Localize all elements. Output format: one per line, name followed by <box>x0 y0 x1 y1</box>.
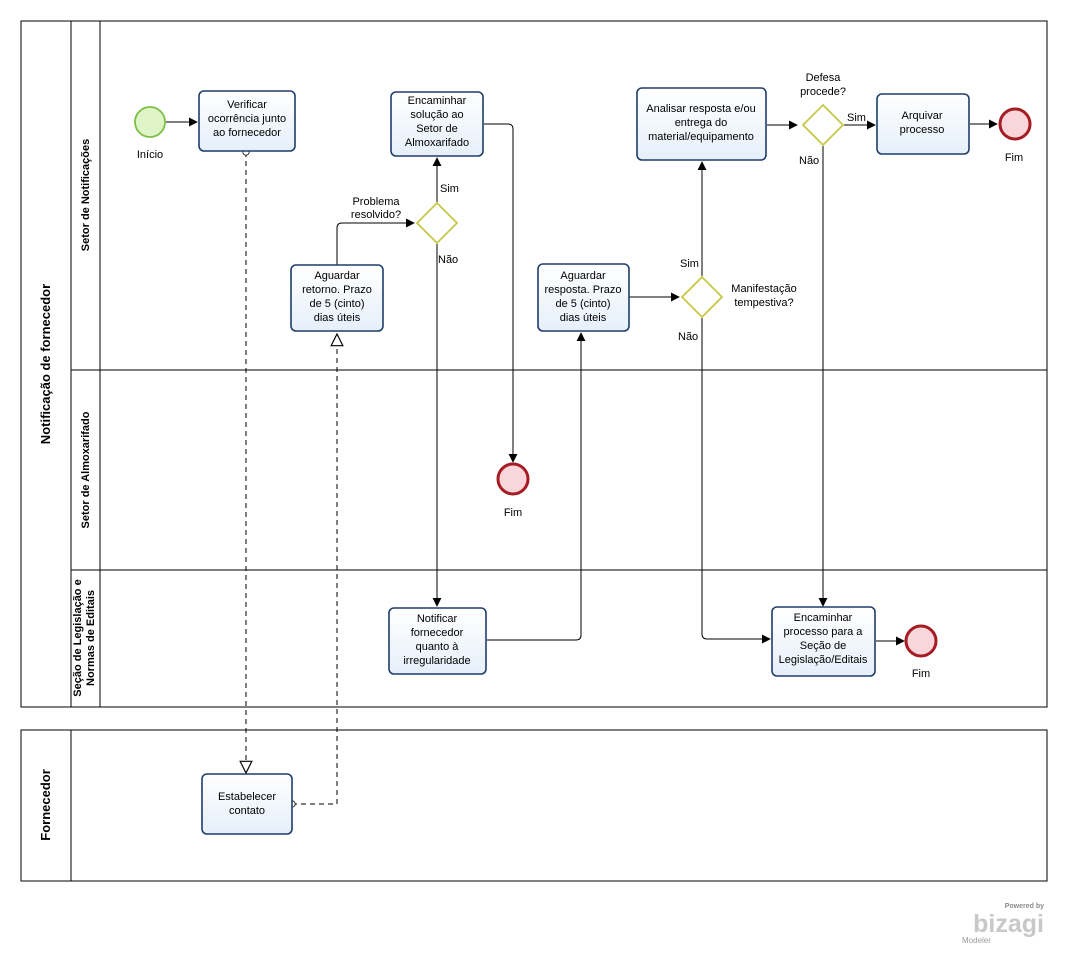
task-encaminhar-processo-line2: processo para a <box>784 626 864 638</box>
gateway-defesa-label-line1: Defesa <box>806 72 842 84</box>
task-arquivar-line2: processo <box>900 124 945 136</box>
pool-title-notificacao: Notificação de fornecedor <box>38 284 53 444</box>
pool-notificacao: Notificação de fornecedor Setor de Notif… <box>20 20 1048 708</box>
start-event-label: Início <box>137 149 163 161</box>
task-verificar-line2: ocorrência junto <box>208 113 286 125</box>
tasks: Verificar ocorrência junto ao fornecedor… <box>198 87 970 835</box>
gateway-defesa[interactable] <box>801 103 845 147</box>
task-aguardar-resposta-line4: dias úteis <box>560 312 607 324</box>
task-encaminhar-solucao-line3: Setor de <box>416 123 458 135</box>
pool-title-fornecedor: Fornecedor <box>38 769 53 841</box>
lane-title-legislacao-line2: Normas de Editais <box>85 590 97 686</box>
task-aguardar-retorno-line2: retorno. Prazo <box>302 284 372 296</box>
task-encaminhar-processo-line3: Seção de <box>800 640 846 652</box>
task-arquivar-line1: Arquivar <box>902 110 943 122</box>
task-aguardar-retorno-line1: Aguardar <box>314 270 360 282</box>
task-encaminhar-solucao-line4: Almoxarifado <box>405 137 469 149</box>
events: Início Fim Fim Fim <box>134 106 1032 680</box>
task-analisar-line1: Analisar resposta e/ou <box>646 103 755 115</box>
task-aguardar-retorno-line3: de 5 (cinto) <box>309 298 364 310</box>
task-encaminhar-solucao-line2: solução ao <box>410 109 463 121</box>
watermark-powered: Powered by <box>1005 903 1044 910</box>
bizagi-watermark: Powered by bizagi Modeler <box>962 903 1044 945</box>
flow-aguardar-retorno-problema <box>336 218 415 265</box>
task-analisar-line3: material/equipamento <box>648 131 754 143</box>
message-flows <box>246 152 337 804</box>
task-encaminhar-processo[interactable]: Encaminhar processo para a Seção de Legi… <box>771 606 876 677</box>
task-analisar-line2: entrega do <box>675 117 728 129</box>
gateway-manifestacao-label-line1: Manifestação <box>731 283 796 295</box>
gateway-problema[interactable] <box>415 201 459 245</box>
task-verificar-line1: Verificar <box>227 99 267 111</box>
flow-encaminhar-fim <box>484 123 518 463</box>
lane-title-legislacao-line1: Seção de Legislação e <box>72 579 84 696</box>
flow-label-problema-sim: Sim <box>440 183 459 195</box>
message-estabelecer-aguardar <box>292 334 337 804</box>
task-analisar[interactable]: Analisar resposta e/ou entrega do materi… <box>636 87 767 161</box>
task-estabelecer-line2: contato <box>229 805 265 817</box>
end-event-arquivar[interactable] <box>998 107 1032 141</box>
task-aguardar-resposta-line1: Aguardar <box>560 270 606 282</box>
lane-title-notificacoes: Setor de Notificações <box>80 139 92 251</box>
flow-labels: Sim Não Sim Não Sim Não <box>438 112 866 343</box>
lane-title-almoxarifado: Setor de Almoxarifado <box>80 411 92 528</box>
gateway-manifestacao-label-line2: tempestiva? <box>734 297 793 309</box>
task-arquivar[interactable]: Arquivar processo <box>876 93 970 155</box>
task-estabelecer-line1: Estabelecer <box>218 791 276 803</box>
gateways: Problema resolvido? Manifestação tempest… <box>351 72 846 319</box>
flow-notificar-aguardar <box>487 332 586 641</box>
task-encaminhar-processo-line4: Legislação/Editais <box>779 654 868 666</box>
gateway-problema-label-line2: resolvido? <box>351 209 401 221</box>
task-aguardar-retorno-line4: dias úteis <box>314 312 361 324</box>
gateway-problema-label-line1: Problema <box>352 196 400 208</box>
gateway-manifestacao[interactable] <box>680 275 724 319</box>
end-event-legislacao-label: Fim <box>912 668 930 680</box>
task-aguardar-resposta[interactable]: Aguardar resposta. Prazo de 5 (cinto) di… <box>537 263 630 332</box>
watermark-product: Modeler <box>962 936 991 945</box>
task-notificar[interactable]: Notificar fornecedor quanto à irregulari… <box>388 607 487 675</box>
task-notificar-line1: Notificar <box>417 613 458 625</box>
flow-label-defesa-sim: Sim <box>847 112 866 124</box>
flow-manifestacao-nao <box>701 317 771 644</box>
task-notificar-line3: quanto à <box>416 641 460 653</box>
flow-label-manifestacao-sim: Sim <box>680 258 699 270</box>
task-encaminhar-processo-line1: Encaminhar <box>794 612 853 624</box>
task-notificar-line2: fornecedor <box>411 627 464 639</box>
sequence-flows <box>166 117 998 646</box>
task-encaminhar-solucao-line1: Encaminhar <box>408 95 467 107</box>
task-encaminhar-solucao[interactable]: Encaminhar solução ao Setor de Almoxarif… <box>390 91 484 157</box>
task-verificar-line3: ao fornecedor <box>213 127 281 139</box>
flow-label-manifestacao-nao: Não <box>678 331 698 343</box>
end-event-almoxarifado[interactable] <box>496 462 530 496</box>
task-notificar-line4: irregularidade <box>403 655 470 667</box>
task-aguardar-resposta-line2: resposta. Prazo <box>544 284 621 296</box>
flow-label-defesa-nao: Não <box>799 155 819 167</box>
task-aguardar-resposta-line3: de 5 (cinto) <box>555 298 610 310</box>
end-event-almoxarifado-label: Fim <box>504 507 522 519</box>
end-event-legislacao[interactable] <box>904 624 938 658</box>
gateway-defesa-label-line2: procede? <box>800 86 846 98</box>
flow-label-problema-nao: Não <box>438 254 458 266</box>
end-event-arquivar-label: Fim <box>1005 152 1023 164</box>
watermark-brand: bizagi <box>973 910 1044 938</box>
task-aguardar-retorno[interactable]: Aguardar retorno. Prazo de 5 (cinto) dia… <box>290 264 384 332</box>
pool-fornecedor: Fornecedor <box>20 729 1048 882</box>
task-estabelecer[interactable]: Estabelecer contato <box>201 773 293 835</box>
task-verificar[interactable]: Verificar ocorrência junto ao fornecedor <box>198 90 296 152</box>
start-event[interactable] <box>134 106 166 138</box>
